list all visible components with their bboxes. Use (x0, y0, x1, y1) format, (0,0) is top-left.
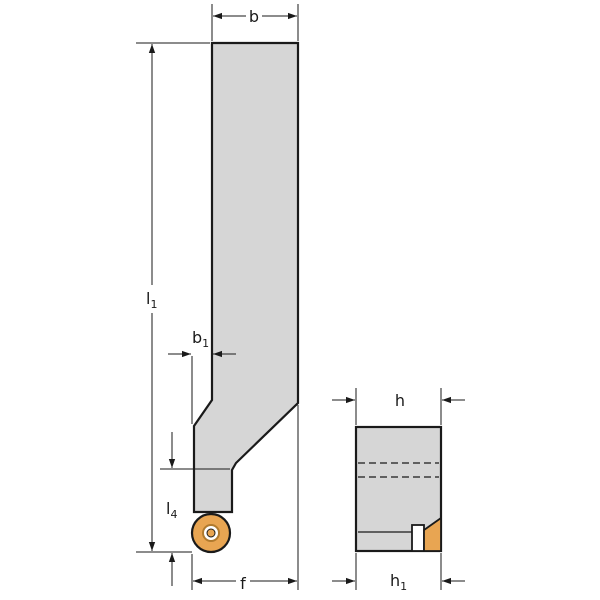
dimension-b: b (211, 4, 299, 41)
label-b1: b1 (192, 328, 209, 350)
dimension-l4: l4 (160, 432, 230, 586)
label-l4: l4 (166, 499, 177, 521)
label-b: b (249, 7, 259, 26)
dimension-h: h (332, 388, 465, 425)
dimension-h1: h1 (332, 553, 465, 593)
dimension-f: f (191, 405, 299, 594)
end-view-insert (423, 516, 442, 552)
tool-shank-body (192, 41, 300, 514)
clamp-block (411, 524, 425, 552)
insert-screw-hole (206, 528, 216, 538)
label-h: h (395, 391, 405, 410)
tool-side-view (190, 41, 300, 554)
label-l1: l1 (146, 289, 157, 311)
dimension-l1: l1 (136, 42, 210, 553)
label-h1: h1 (390, 571, 407, 593)
label-f: f (240, 574, 246, 593)
dimension-b1: b1 (168, 328, 236, 424)
tool-end-view (354, 425, 443, 553)
